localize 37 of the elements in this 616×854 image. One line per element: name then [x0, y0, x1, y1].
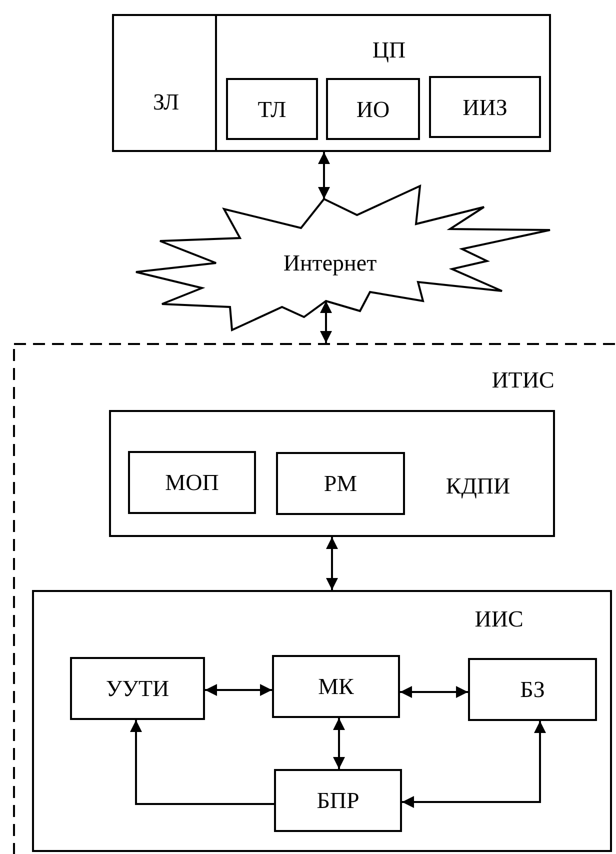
block-label: МК	[318, 675, 354, 698]
arrow	[130, 720, 274, 805]
block-box	[112, 14, 217, 152]
arrow	[333, 718, 345, 769]
block-label: ЗЛ	[152, 90, 180, 114]
block-label: БЗ	[520, 678, 545, 701]
block-label: МОП	[165, 471, 219, 494]
block-box	[70, 657, 205, 720]
block-label: ИТИС	[492, 368, 554, 392]
block-label: КДПИ	[446, 474, 510, 498]
block-label: ТЛ	[258, 98, 286, 120]
block-box	[429, 76, 541, 138]
block-label: ЦП	[372, 38, 406, 62]
block-label: ИИС	[474, 608, 524, 630]
block-box	[226, 78, 318, 140]
arrow	[318, 152, 330, 199]
block-label: ИИЗ	[462, 96, 508, 118]
block-box	[272, 655, 400, 718]
block-box	[274, 769, 402, 832]
block-box	[109, 410, 555, 537]
arrow	[326, 537, 338, 590]
block-box	[215, 14, 551, 152]
block-box	[32, 590, 612, 852]
arrow	[402, 721, 546, 808]
system-boundary	[13, 343, 616, 854]
network-starburst	[134, 184, 552, 334]
block-box	[128, 451, 256, 514]
block-label: РМ	[324, 472, 358, 495]
block-label: Интернет	[283, 252, 377, 274]
arrow	[400, 686, 468, 698]
arrow	[205, 684, 272, 696]
block-label: УУТИ	[106, 677, 170, 700]
block-box	[326, 78, 420, 140]
block-box	[468, 658, 597, 721]
block-label: ИО	[356, 98, 390, 120]
block-label: БПР	[316, 789, 360, 812]
block-box	[276, 452, 405, 515]
